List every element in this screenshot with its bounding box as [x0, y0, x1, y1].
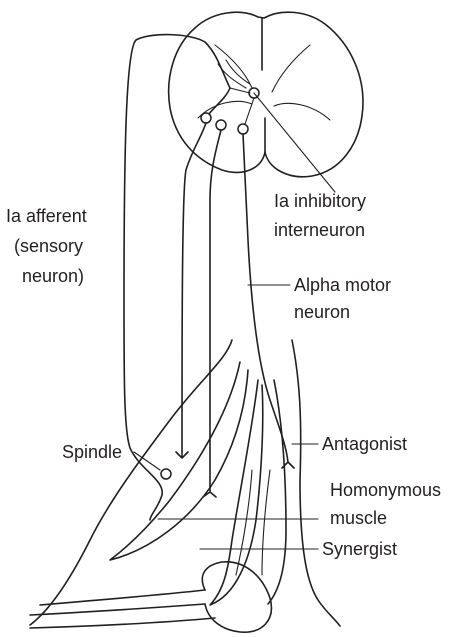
alpha-motor-neuron-soma-right: [238, 124, 248, 134]
label-synergist: Synergist: [322, 539, 397, 559]
label-ia-inhibitory-line1: Ia inhibitory: [274, 191, 366, 211]
label-antagonist: Antagonist: [322, 434, 407, 454]
antagonist-muscle: [268, 380, 286, 604]
motor-axon-antagonist: [243, 134, 294, 468]
label-ia-afferent-line1: Ia afferent: [6, 206, 87, 226]
alpha-motor-neuron-soma-left: [201, 113, 211, 123]
label-spindle: Spindle: [62, 442, 122, 462]
arm-muscles: [30, 340, 340, 632]
spinal-cord-section: [169, 12, 363, 177]
root-bundle: [218, 60, 250, 88]
forearm-lower: [30, 604, 215, 628]
label-homonymous-line2: muscle: [330, 508, 387, 528]
leader-ia-inhibitory: [254, 93, 335, 192]
label-alpha-motor-line2: neuron: [294, 302, 350, 322]
label-homonymous-line1: Homonymous: [330, 480, 441, 500]
label-alpha-motor-line1: Alpha motor: [294, 275, 391, 295]
label-ia-inhibitory-line2: interneuron: [274, 220, 365, 240]
label-ia-afferent-line3: neuron): [22, 266, 84, 286]
alpha-motor-neuron-soma-middle: [216, 120, 226, 130]
forearm-upper: [40, 590, 205, 605]
spindle-receptor: [161, 469, 171, 479]
spinal-cord-outline: [169, 12, 363, 177]
label-ia-afferent-line2: (sensory: [14, 236, 83, 256]
motor-axon-synergist: [203, 130, 221, 497]
biceps-homonymous-muscle: [110, 362, 248, 560]
